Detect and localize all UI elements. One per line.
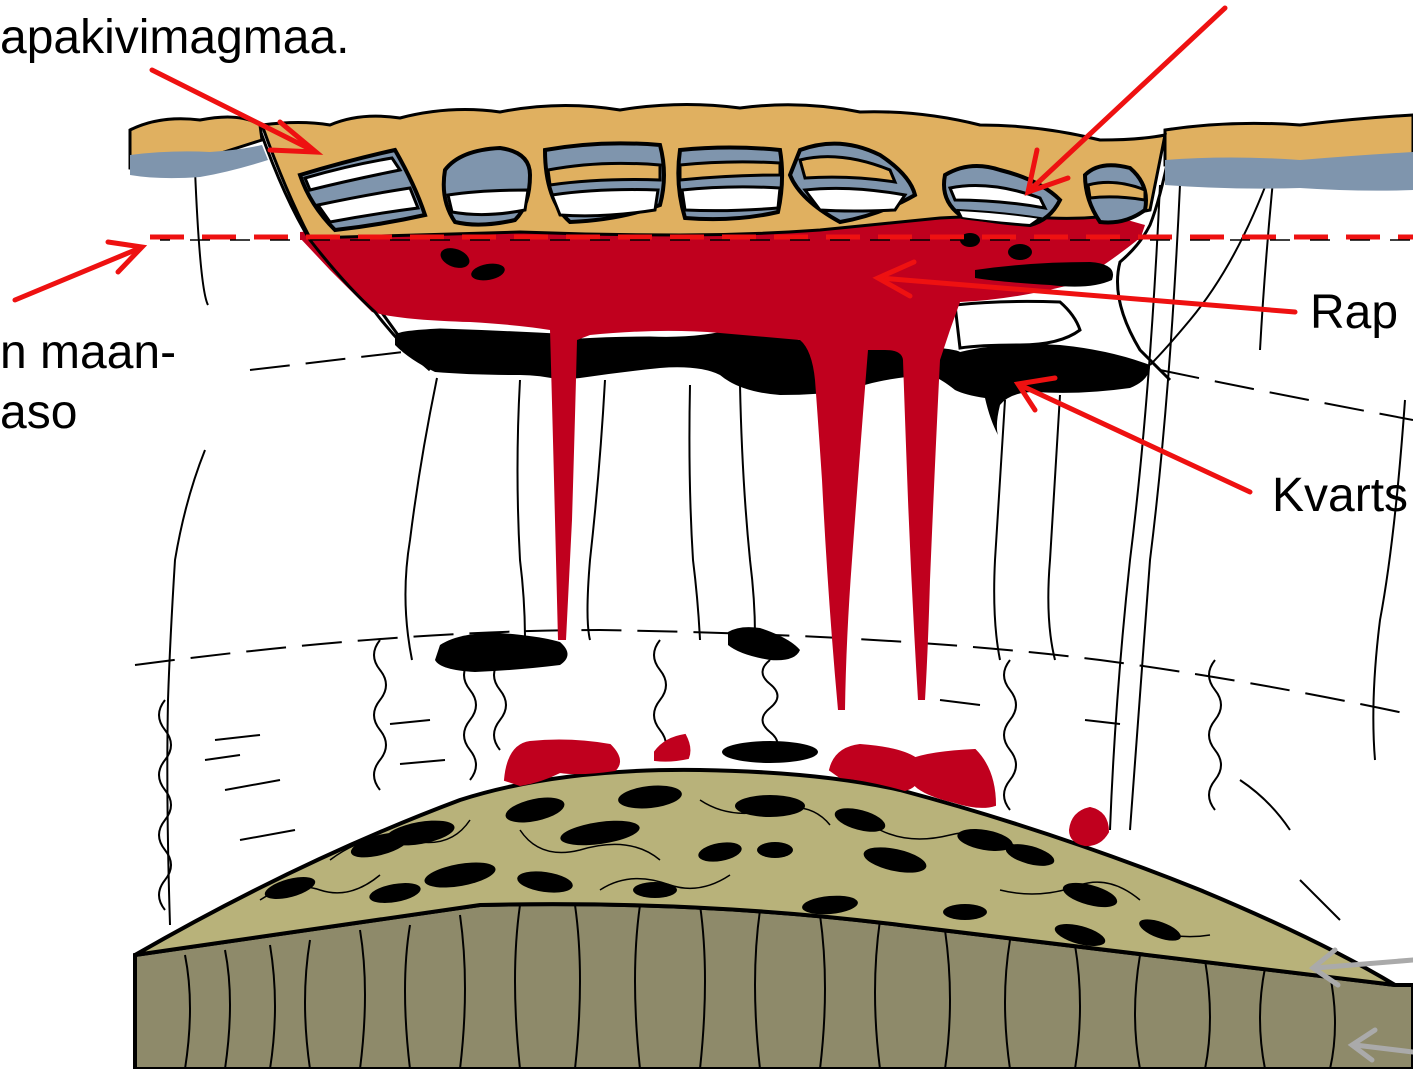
block-2	[444, 148, 530, 225]
label-quartz: Kvarts	[1272, 468, 1408, 524]
label-rapakivi-magma: apakivimagmaa.	[0, 10, 350, 66]
block-7	[1085, 165, 1146, 222]
label-rapakivi-right: Rap	[1310, 285, 1398, 341]
block-4	[678, 148, 782, 220]
arrow-to-sill	[1018, 378, 1250, 492]
dashed-horizons	[135, 350, 1413, 760]
caldera-outer-right	[1150, 160, 1275, 365]
label-paleosurface-line1: n maan-	[0, 325, 176, 381]
label-paleosurface-line2: aso	[0, 385, 77, 441]
arrow-to-surface-line	[15, 242, 142, 300]
mid-black-lenses	[435, 627, 818, 763]
block-3	[545, 143, 664, 222]
